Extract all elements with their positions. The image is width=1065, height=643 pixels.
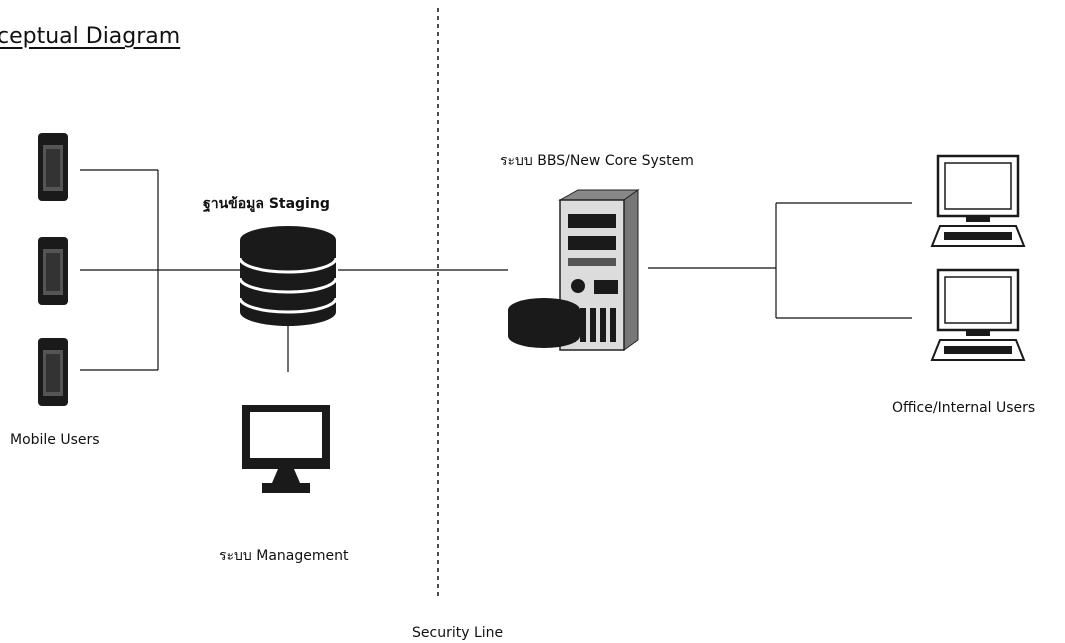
management-label: ระบบ Management	[219, 548, 349, 564]
desktop-computer-icon	[930, 154, 1026, 247]
smartphone-icon	[38, 133, 68, 201]
db-connections	[287, 269, 508, 372]
office-connections	[648, 202, 912, 319]
diagram-title: ceptual Diagram	[0, 24, 181, 49]
office-users-label: Office/Internal Users	[892, 400, 1036, 416]
smartphone-icon	[38, 237, 68, 305]
desktop-computer-icon	[930, 268, 1026, 361]
smartphone-icon	[38, 338, 68, 406]
core-system-label: ระบบ BBS/New Core System	[500, 153, 694, 169]
mobile-connections	[80, 169, 240, 371]
security-line-label: Security Line	[412, 625, 504, 641]
staging-db-label: ฐานข้อมูล Staging	[203, 196, 330, 212]
server-icon	[508, 189, 640, 351]
mobile-users-label: Mobile Users	[10, 432, 100, 448]
monitor-icon	[242, 405, 330, 493]
database-icon	[238, 226, 338, 326]
